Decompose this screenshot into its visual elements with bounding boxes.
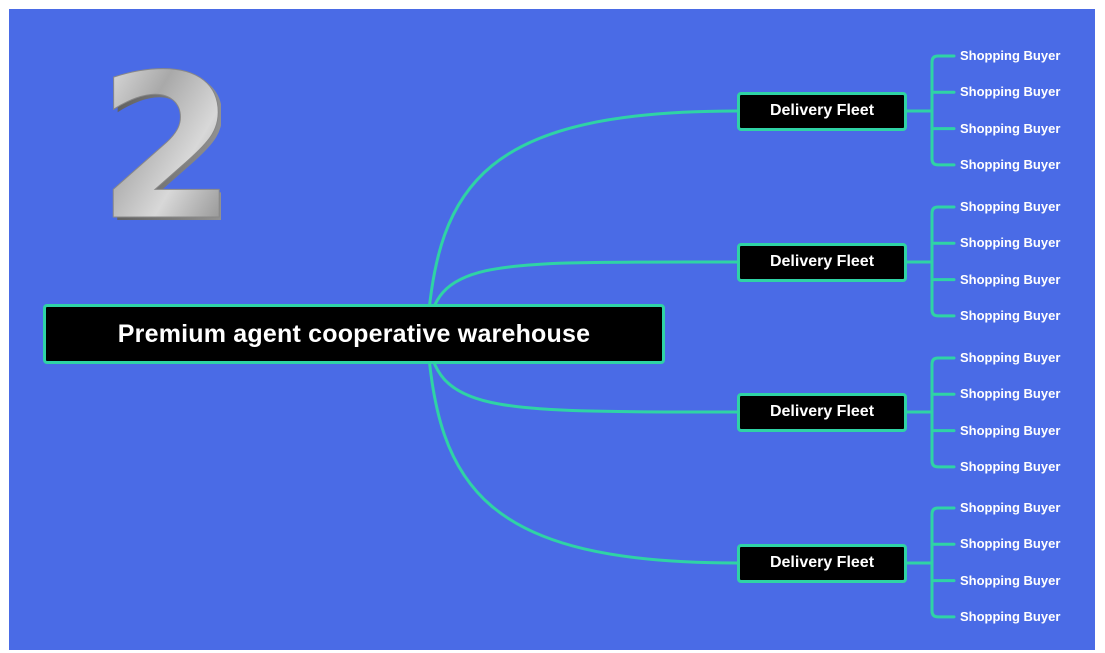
buyer-bus-connector bbox=[930, 506, 956, 619]
shopping-buyer-node: Shopping Buyer bbox=[960, 235, 1061, 251]
delivery-fleet-label: Delivery Fleet bbox=[769, 403, 875, 420]
mind-map-canvas: 2 2 Premium agent cooperative warehouse … bbox=[9, 9, 1095, 650]
root-node: Premium agent cooperative warehouse bbox=[43, 304, 665, 364]
shopping-buyer-node: Shopping Buyer bbox=[960, 422, 1061, 438]
root-node-label: Premium agent cooperative warehouse bbox=[117, 319, 591, 348]
root-to-fleet-connector bbox=[425, 332, 739, 565]
delivery-fleet-node: Delivery Fleet bbox=[737, 543, 907, 583]
delivery-fleet-node: Delivery Fleet bbox=[737, 242, 907, 282]
buyer-bus-connector bbox=[930, 356, 956, 469]
svg-text:2: 2 bbox=[109, 65, 221, 225]
buyer-bus-connector bbox=[930, 205, 956, 318]
shopping-buyer-node: Shopping Buyer bbox=[960, 199, 1061, 214]
number-two-badge-icon: 2 2 bbox=[109, 65, 221, 225]
shopping-buyer-node: Shopping Buyer bbox=[960, 48, 1061, 63]
delivery-fleet-label: Delivery Fleet bbox=[769, 102, 875, 119]
shopping-buyer-node: Shopping Buyer bbox=[960, 500, 1061, 515]
shopping-buyer-node: Shopping Buyer bbox=[960, 572, 1061, 588]
shopping-buyer-node: Shopping Buyer bbox=[960, 350, 1061, 365]
shopping-buyer-node: Shopping Buyer bbox=[960, 120, 1061, 136]
shopping-buyer-node: Shopping Buyer bbox=[960, 156, 1061, 172]
shopping-buyer-node: Shopping Buyer bbox=[960, 386, 1061, 402]
delivery-fleet-label: Delivery Fleet bbox=[769, 253, 875, 270]
shopping-buyer-node: Shopping Buyer bbox=[960, 536, 1061, 552]
shopping-buyer-node: Shopping Buyer bbox=[960, 458, 1061, 474]
delivery-fleet-node: Delivery Fleet bbox=[737, 91, 907, 131]
delivery-fleet-label: Delivery Fleet bbox=[769, 554, 875, 571]
shopping-buyer-node: Shopping Buyer bbox=[960, 271, 1061, 287]
shopping-buyer-node: Shopping Buyer bbox=[960, 84, 1061, 100]
svg-text:2: 2 bbox=[109, 65, 221, 225]
shopping-buyer-node: Shopping Buyer bbox=[960, 307, 1061, 323]
delivery-fleet-node: Delivery Fleet bbox=[737, 392, 907, 432]
buyer-bus-connector bbox=[930, 54, 956, 167]
shopping-buyer-node: Shopping Buyer bbox=[960, 608, 1061, 624]
root-to-fleet-connector bbox=[425, 109, 739, 336]
